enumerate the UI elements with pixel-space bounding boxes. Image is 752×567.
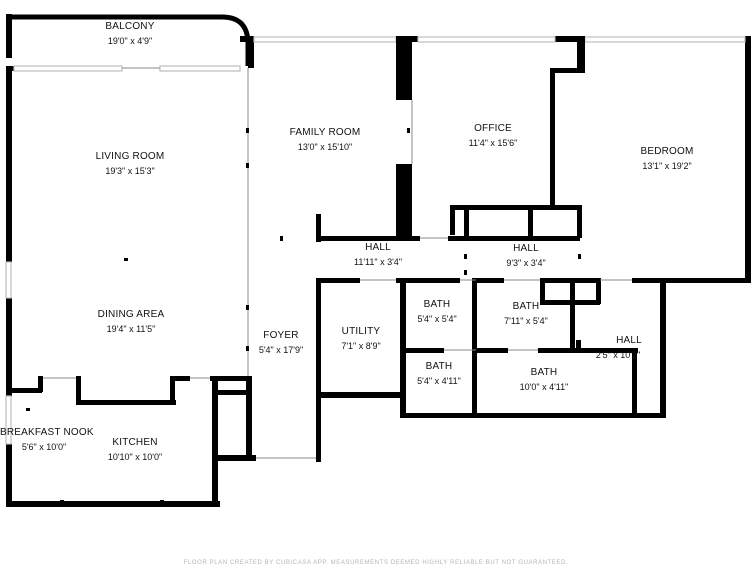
room-name: OFFICE (474, 123, 512, 134)
room-dimensions: 11'11" x 3'4" (353, 257, 403, 267)
room-name: HALL (616, 335, 642, 346)
room-name: BALCONY (105, 21, 155, 32)
room-name: KITCHEN (112, 437, 158, 448)
room-name: BATH (425, 361, 453, 372)
room-dimensions: 5'4" x 5'4" (417, 314, 457, 324)
room-dimensions: 2'5" x 10'1" (595, 350, 641, 360)
room-dimensions: 5'6" x 10'0" (21, 442, 67, 452)
room-hall-2: HALL 9'3" x 3'4" (494, 242, 558, 270)
room-name: FAMILY ROOM (289, 127, 361, 138)
room-name: BATH (423, 299, 451, 310)
room-foyer: FOYER 5'4" x 17'9" (253, 329, 309, 357)
room-hall-1: HALL 11'11" x 3'4" (345, 241, 411, 269)
room-name: BATH (512, 301, 540, 312)
room-dimensions: 19'4" x 11'5" (106, 324, 156, 334)
room-hall-3: HALL 2'5" x 10'1" (590, 334, 646, 362)
interior-walls (6, 36, 666, 418)
room-balcony: BALCONY 19'0" x 4'9" (104, 20, 156, 48)
door-marks (43, 67, 632, 459)
room-name: DINING AREA (97, 309, 165, 320)
room-dimensions: 13'0" x 15'10" (297, 142, 353, 152)
room-name: BATH (530, 367, 558, 378)
room-dimensions: 5'4" x 4'11" (417, 376, 461, 386)
room-dimensions: 13'1" x 19'2" (642, 161, 692, 171)
room-breakfast-nook: BREAKFAST NOOK 5'6" x 10'0" (0, 426, 94, 454)
room-name: LIVING ROOM (95, 151, 165, 162)
balcony-walls (6, 14, 251, 66)
room-name: BEDROOM (640, 146, 694, 157)
room-name: HALL (365, 242, 391, 253)
room-dimensions: 7'11" x 5'4" (504, 316, 548, 326)
room-name: BREAKFAST NOOK (0, 427, 94, 438)
room-kitchen: KITCHEN 10'10" x 10'0" (100, 436, 170, 464)
room-dimensions: 10'10" x 10'0" (107, 452, 163, 462)
room-family: FAMILY ROOM 13'0" x 15'10" (285, 126, 365, 154)
room-dimensions: 11'4" x 15'6" (468, 138, 518, 148)
room-living: LIVING ROOM 19'3" x 15'3" (90, 150, 170, 178)
small-ticks (26, 88, 637, 503)
room-utility: UTILITY 7'1" x 8'9" (334, 325, 388, 353)
room-name: UTILITY (341, 326, 381, 337)
room-dimensions: 5'4" x 17'9" (258, 345, 304, 355)
room-dimensions: 9'3" x 3'4" (506, 258, 546, 268)
room-dining: DINING AREA 19'4" x 11'5" (90, 308, 172, 336)
footer-disclaimer: FLOOR PLAN CREATED BY CUBICASA APP. MEAS… (183, 560, 569, 566)
room-dimensions: 19'0" x 4'9" (107, 36, 153, 46)
room-dimensions: 7'1" x 8'9" (341, 341, 381, 351)
room-bedroom: BEDROOM 13'1" x 19'2" (632, 145, 702, 173)
room-name: HALL (513, 243, 539, 254)
room-bath-4: BATH 10'0" x 4'11" (512, 366, 576, 394)
room-dimensions: 19'3" x 15'3" (105, 166, 155, 176)
room-bath-1: BATH 5'4" x 5'4" (408, 298, 466, 326)
room-bath-2: BATH 7'11" x 5'4" (496, 300, 556, 328)
room-dimensions: 10'0" x 4'11" (519, 382, 569, 392)
room-name: FOYER (263, 330, 299, 341)
room-office: OFFICE 11'4" x 15'6" (458, 122, 528, 150)
room-bath-3: BATH 5'4" x 4'11" (408, 360, 470, 388)
